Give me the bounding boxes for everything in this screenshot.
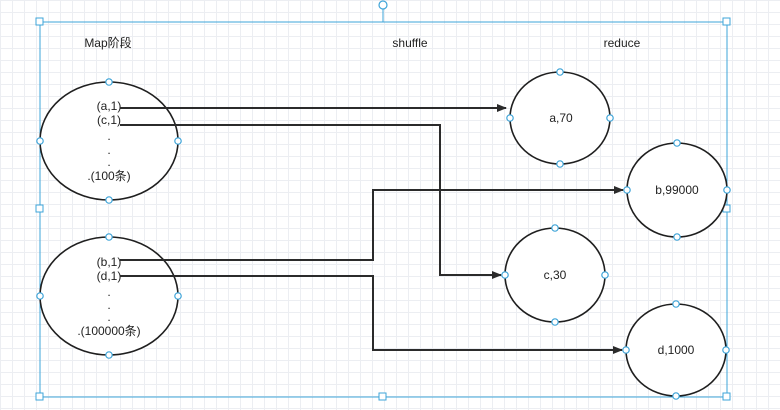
resize-handle-ne[interactable] bbox=[722, 17, 731, 26]
reduce-node-a-port-top[interactable] bbox=[556, 68, 564, 76]
reduce-node-d-port-left[interactable] bbox=[622, 346, 630, 354]
map-node-2-line-1: (b,1) bbox=[97, 255, 122, 269]
map-node-1-line-1: (a,1) bbox=[97, 99, 122, 113]
map-node-1[interactable]: (a,1) (c,1) . . . .(100条) bbox=[36, 78, 182, 204]
shuffle-stage-label: shuffle bbox=[392, 36, 427, 50]
reduce-node-c-port-left[interactable] bbox=[501, 271, 509, 279]
resize-handle-s[interactable] bbox=[378, 392, 387, 401]
reduce-node-c[interactable]: c,30 bbox=[501, 224, 609, 326]
reduce-node-b-port-top[interactable] bbox=[673, 139, 681, 147]
resize-handle-sw[interactable] bbox=[35, 392, 44, 401]
reduce-node-d-port-right[interactable] bbox=[722, 346, 730, 354]
map-node-2-line-2: (d,1) bbox=[97, 269, 122, 283]
reduce-node-b[interactable]: b,99000 bbox=[623, 139, 731, 241]
selection-frame[interactable] bbox=[35, 0, 731, 401]
map-node-1-port-bottom[interactable] bbox=[105, 196, 113, 204]
map-node-2[interactable]: (b,1) (d,1) . . . .(100000条) bbox=[36, 233, 182, 359]
reduce-node-d-port-bottom[interactable] bbox=[672, 392, 680, 400]
edge-d-to-d1000[interactable] bbox=[120, 275, 623, 354]
reduce-node-a-port-bottom[interactable] bbox=[556, 160, 564, 168]
reduce-node-b-label: b,99000 bbox=[655, 183, 699, 197]
map-node-1-line-4: . bbox=[107, 143, 110, 157]
reduce-node-a-label: a,70 bbox=[549, 111, 573, 125]
map-node-1-line-2: (c,1) bbox=[97, 113, 121, 127]
map-stage-label: Map阶段 bbox=[84, 35, 131, 50]
reduce-stage-label: reduce bbox=[604, 36, 641, 50]
map-node-1-port-left[interactable] bbox=[36, 137, 44, 145]
reduce-node-b-port-left[interactable] bbox=[623, 186, 631, 194]
reduce-node-d-port-top[interactable] bbox=[672, 300, 680, 308]
map-node-2-port-left[interactable] bbox=[36, 292, 44, 300]
reduce-node-c-label: c,30 bbox=[544, 268, 567, 282]
map-node-1-line-5: . bbox=[107, 155, 110, 169]
rotate-handle[interactable] bbox=[378, 0, 388, 10]
reduce-node-a-port-left[interactable] bbox=[506, 114, 514, 122]
resize-handle-w[interactable] bbox=[35, 204, 44, 213]
edge-b-to-b99000[interactable] bbox=[120, 186, 624, 261]
reduce-node-b-port-bottom[interactable] bbox=[673, 233, 681, 241]
map-node-2-line-5: . bbox=[107, 310, 110, 324]
resize-handle-nw[interactable] bbox=[35, 17, 44, 26]
resize-handle-se[interactable] bbox=[722, 392, 731, 401]
map-node-2-port-right[interactable] bbox=[174, 292, 182, 300]
map-node-2-line-3: . bbox=[107, 285, 110, 299]
map-node-2-port-bottom[interactable] bbox=[105, 351, 113, 359]
reduce-node-a-port-right[interactable] bbox=[606, 114, 614, 122]
map-node-1-port-right[interactable] bbox=[174, 137, 182, 145]
reduce-node-b-port-right[interactable] bbox=[723, 186, 731, 194]
reduce-node-d-label: d,1000 bbox=[658, 343, 695, 357]
reduce-node-d[interactable]: d,1000 bbox=[622, 300, 730, 400]
reduce-node-a[interactable]: a,70 bbox=[506, 68, 614, 168]
reduce-node-c-port-right[interactable] bbox=[601, 271, 609, 279]
map-node-2-line-6: .(100000条) bbox=[77, 324, 140, 338]
map-node-1-line-3: . bbox=[107, 129, 110, 143]
reduce-node-c-port-top[interactable] bbox=[551, 224, 559, 232]
edge-c-to-c30[interactable] bbox=[120, 124, 502, 279]
map-node-2-port-top[interactable] bbox=[105, 233, 113, 241]
map-node-2-line-4: . bbox=[107, 298, 110, 312]
map-node-1-line-6: .(100条) bbox=[87, 169, 130, 183]
reduce-node-c-port-bottom[interactable] bbox=[551, 318, 559, 326]
map-node-1-port-top[interactable] bbox=[105, 78, 113, 86]
